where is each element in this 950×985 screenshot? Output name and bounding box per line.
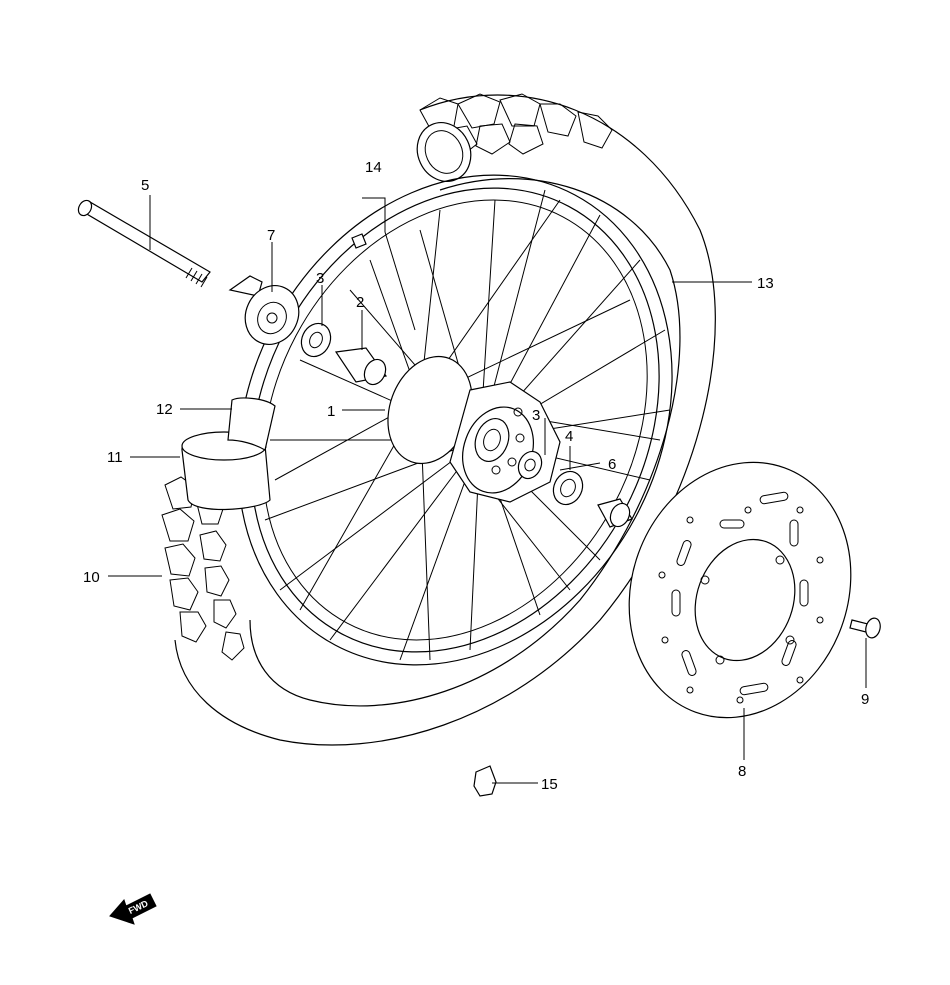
callout-8: 8 xyxy=(738,763,746,780)
wheel-bearing-left xyxy=(300,322,332,358)
callout-6: 6 xyxy=(608,456,616,473)
oil-seal xyxy=(552,470,584,506)
callout-9: 9 xyxy=(861,691,869,708)
wheel-bearing-right xyxy=(517,450,543,480)
brake-disc xyxy=(628,461,852,719)
front-axle xyxy=(77,199,211,288)
leader-lines xyxy=(108,195,867,784)
callout-labels: 1 2 3 3 4 5 6 7 8 9 10 11 12 13 14 15 xyxy=(83,159,869,793)
callout-3-right: 3 xyxy=(532,407,540,424)
hub-spacer-right xyxy=(597,498,633,528)
callout-12: 12 xyxy=(156,401,173,418)
callout-7: 7 xyxy=(267,227,275,244)
callout-5: 5 xyxy=(141,177,149,194)
callout-11: 11 xyxy=(107,449,123,466)
rim-band xyxy=(227,397,276,451)
front-tire xyxy=(161,93,716,746)
callout-2: 2 xyxy=(356,294,364,311)
forward-direction-arrow: FWD xyxy=(109,893,157,925)
axle-spacer xyxy=(334,347,388,386)
balance-weight xyxy=(473,765,497,797)
callout-14: 14 xyxy=(365,159,382,176)
callout-10: 10 xyxy=(83,569,100,586)
valve-cap xyxy=(351,233,367,249)
callout-3-left: 3 xyxy=(316,270,324,287)
callout-4: 4 xyxy=(565,428,573,445)
callout-15: 15 xyxy=(541,776,558,793)
callout-13: 13 xyxy=(757,275,774,292)
disc-bolt xyxy=(849,617,881,639)
callout-1: 1 xyxy=(327,403,335,420)
speedometer-gearbox xyxy=(228,275,300,345)
